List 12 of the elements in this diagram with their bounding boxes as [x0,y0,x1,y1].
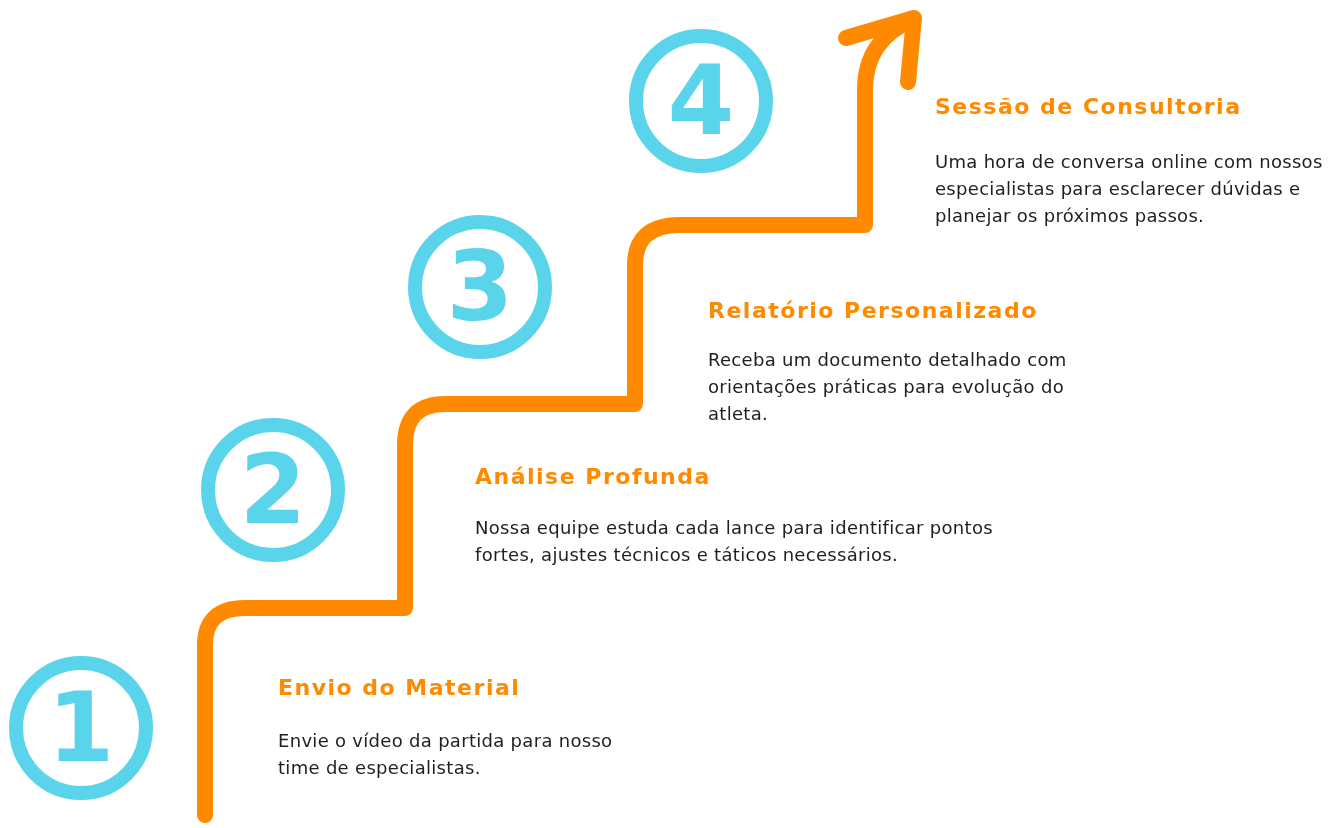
number-circle: 4 [629,29,773,173]
number-circle: 3 [408,215,552,359]
step-heading: Relatório Personalizado [708,298,1038,323]
step-description: Uma hora de conversa online com nossos especialistas para esclarecer dúvidas e planejar os próximos passos. [935,150,1324,228]
step-description: Nossa equipe estuda cada lance para identificar pontos fortes, ajustes técnicos e táticos necessários. [475,516,994,567]
number-circle: 1 [9,656,153,800]
step-heading: Análise Profunda [475,464,711,489]
step-description: Envie o vídeo da partida para nosso time de especialistas. [278,729,614,780]
step-description: Receba um documento detalhado com orientações práticas para evolução do atleta. [708,348,1068,426]
step-heading: Envio do Material [278,675,521,700]
step-heading: Sessão de Consultoria [935,94,1242,119]
number-circle: 2 [201,418,345,562]
